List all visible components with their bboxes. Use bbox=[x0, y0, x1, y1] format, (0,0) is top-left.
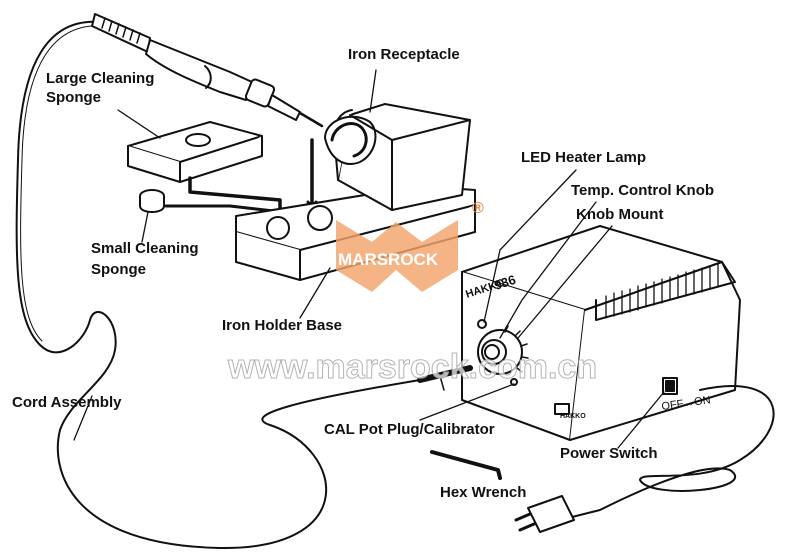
label-hex-wrench: Hex Wrench bbox=[440, 484, 527, 501]
small-sponge bbox=[139, 189, 165, 213]
label-iron-receptacle: Iron Receptacle bbox=[348, 46, 460, 63]
label-small-sponge-line1: Small Cleaning bbox=[91, 240, 199, 257]
label-cal-pot-plug: CAL Pot Plug/Calibrator bbox=[324, 421, 495, 438]
hex-wrench bbox=[430, 450, 502, 480]
label-power-switch: Power Switch bbox=[560, 445, 658, 462]
label-cord-assembly: Cord Assembly bbox=[12, 394, 122, 411]
watermark-logo: MARSROCK bbox=[334, 208, 460, 300]
label-large-sponge-line1: Large Cleaning bbox=[46, 70, 155, 87]
power-plug bbox=[514, 495, 575, 533]
large-sponge bbox=[127, 121, 263, 183]
device-model: 936 bbox=[492, 272, 517, 293]
watermark-logo-text: MARSROCK bbox=[338, 250, 439, 269]
label-iron-holder-base: Iron Holder Base bbox=[222, 317, 343, 334]
soldering-iron bbox=[91, 13, 324, 128]
label-large-sponge-line2: Sponge bbox=[46, 89, 101, 106]
label-led-heater-lamp: LED Heater Lamp bbox=[521, 149, 647, 166]
control-unit bbox=[461, 225, 741, 441]
cord-assembly-line bbox=[15, 20, 421, 550]
label-temp-control-knob: Temp. Control Knob bbox=[571, 182, 715, 199]
device-brand-bottom: HAKKO bbox=[560, 413, 586, 420]
label-small-sponge-line2: Sponge bbox=[91, 261, 146, 278]
watermark-registered: ® bbox=[472, 200, 484, 217]
iron-receptacle bbox=[324, 103, 471, 211]
label-knob-mount: Knob Mount bbox=[576, 206, 664, 223]
power-cord bbox=[559, 385, 775, 521]
watermark-url: www.marsrock.com.cn bbox=[227, 348, 598, 387]
